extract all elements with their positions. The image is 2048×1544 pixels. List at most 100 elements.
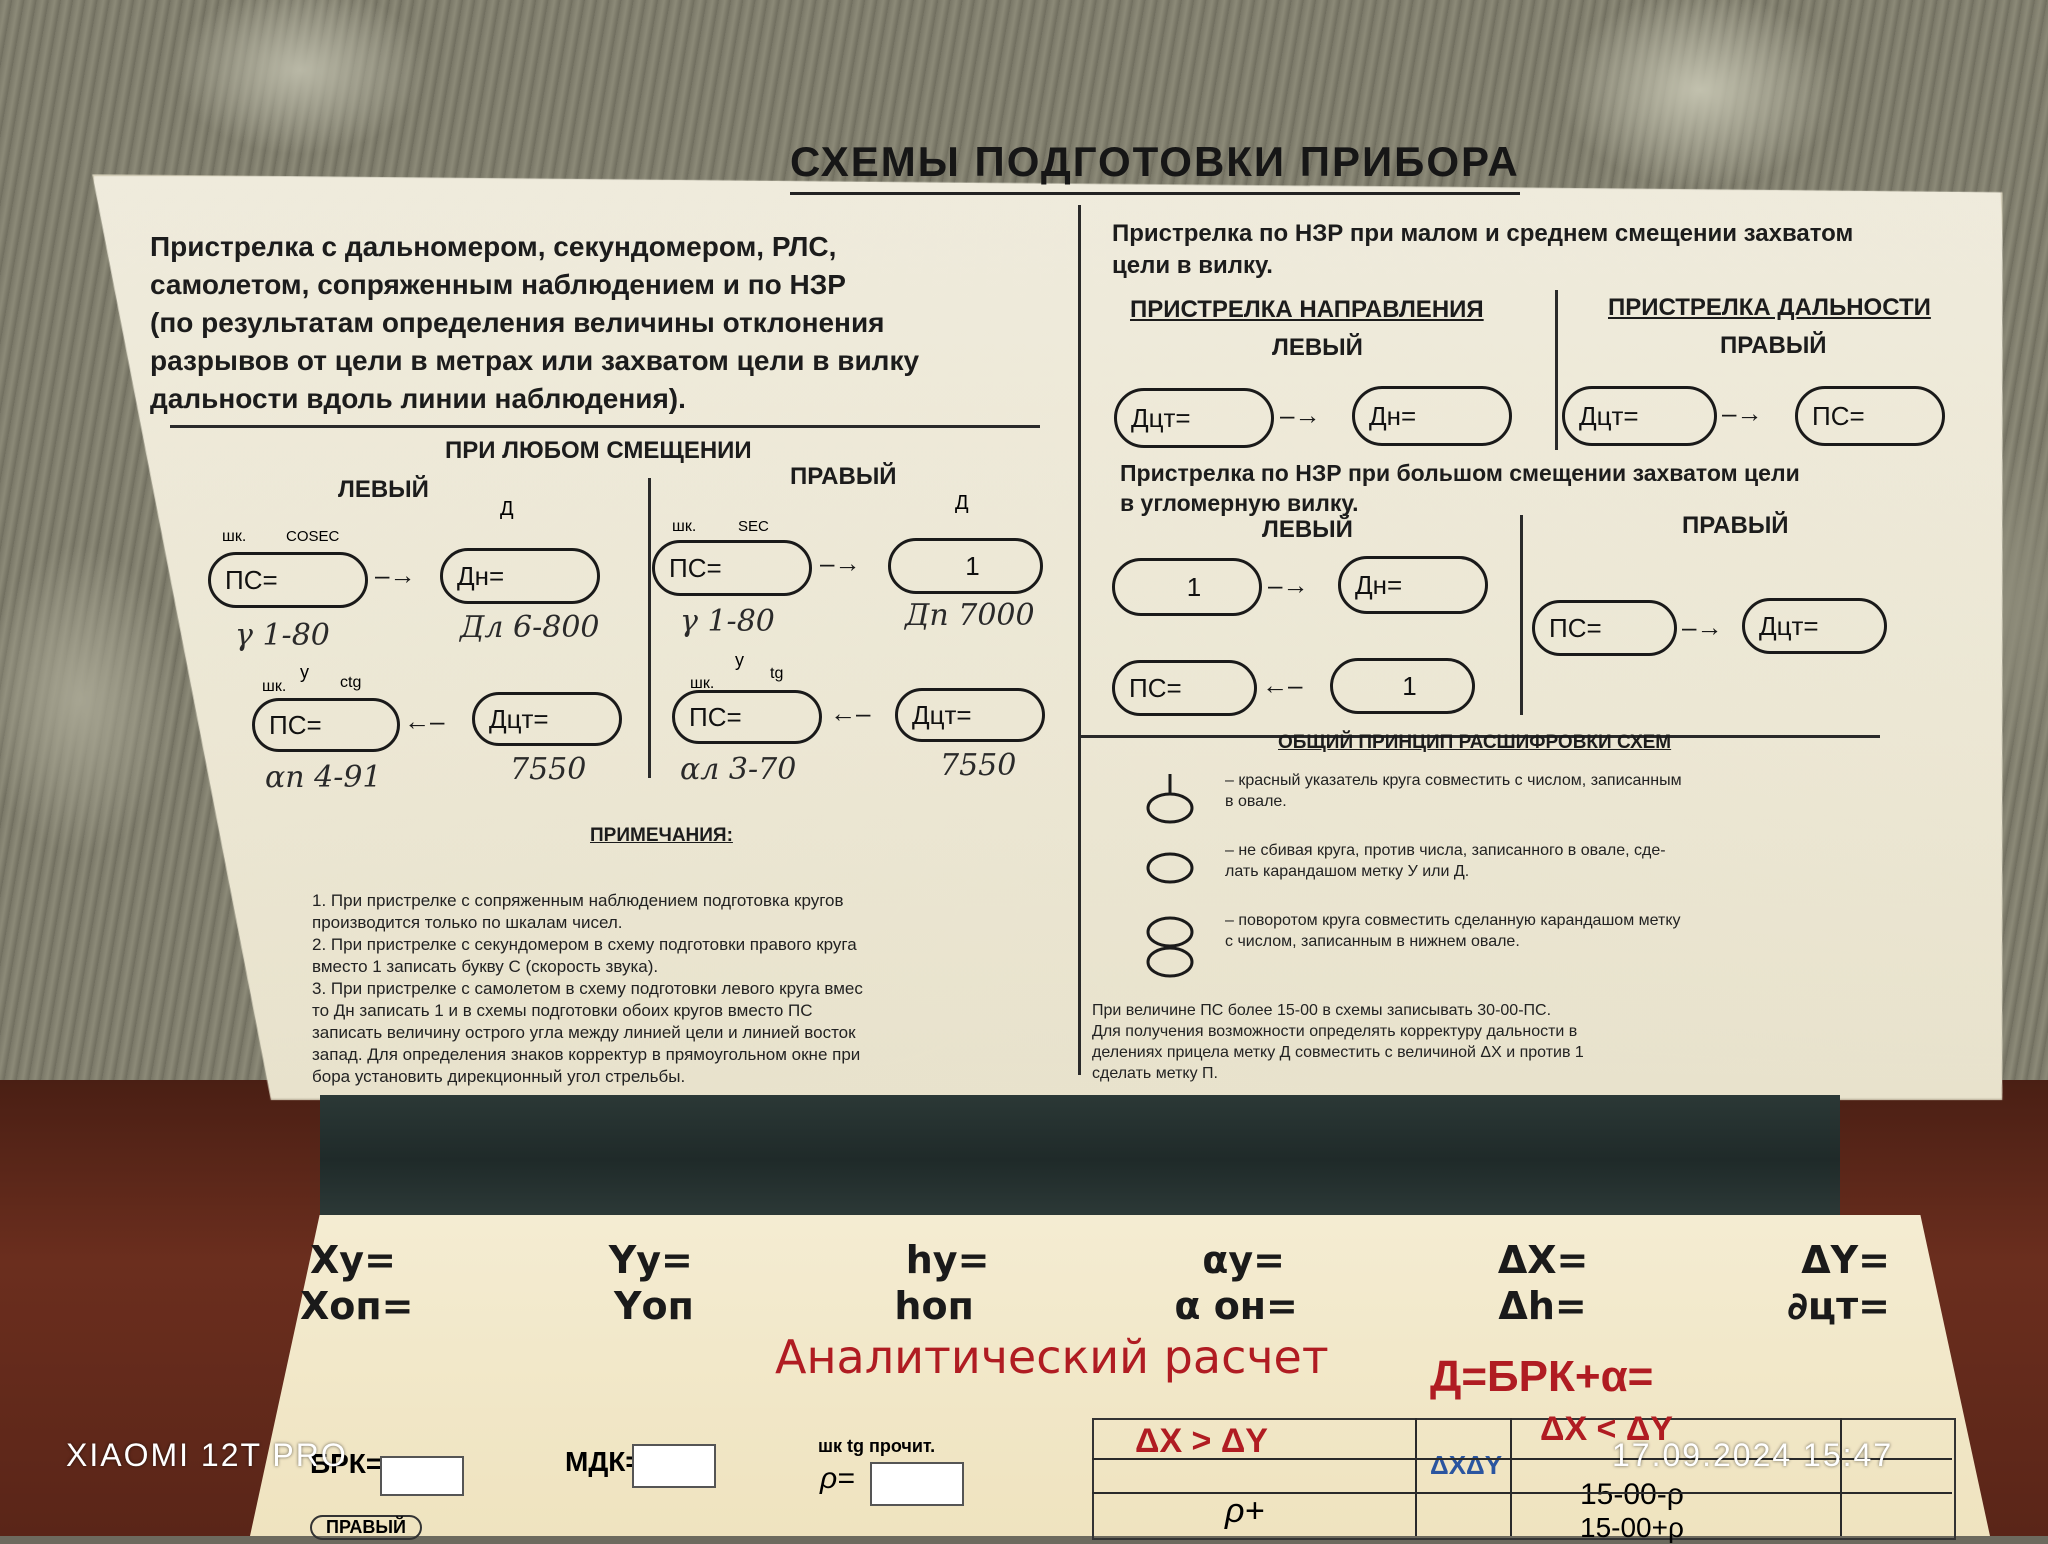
oval-one: 1 bbox=[1330, 658, 1475, 714]
oval-ps: ПС= bbox=[208, 552, 368, 608]
field-label: hоп bbox=[894, 1284, 973, 1328]
fields-row-2: Xоп= Yоп hоп α он= Δh= ∂цт= bbox=[300, 1284, 1890, 1328]
oval-label: Д bbox=[955, 492, 969, 515]
text-line: цели в вилку. bbox=[1112, 250, 1853, 282]
field-label: α он= bbox=[1174, 1284, 1298, 1328]
intro-paragraph: Пристрелка с дальномером, секундомером, … bbox=[150, 228, 1050, 418]
note-line: то Дн записать 1 и в схемы подготовки об… bbox=[312, 1000, 1042, 1022]
table-line bbox=[1415, 1418, 1417, 1536]
oval-dct: Дцт= bbox=[1562, 386, 1717, 446]
oval-ps: ПС= bbox=[652, 540, 812, 596]
oval-label: у bbox=[735, 650, 744, 671]
divider bbox=[1520, 515, 1523, 715]
text-line: Для получения возможности определять кор… bbox=[1092, 1021, 1792, 1042]
oval-one: 1 bbox=[1112, 558, 1262, 616]
note-line: 3. При пристрелке с самолетом в схему по… bbox=[312, 978, 1042, 1000]
left-schema-divider bbox=[648, 478, 651, 778]
camera-watermark: XIAOMI 12T PRO bbox=[66, 1437, 348, 1474]
binder-spine bbox=[320, 1095, 1840, 1225]
label-left: ЛЕВЫЙ bbox=[338, 476, 429, 504]
table-cell: ΔXΔY bbox=[1430, 1450, 1502, 1481]
oval-dn: Дн= bbox=[1338, 556, 1488, 614]
direction-title: ПРИСТРЕЛКА НАПРАВЛЕНИЯ bbox=[1130, 296, 1484, 324]
intro-line: дальности вдоль линии наблюдения). bbox=[150, 380, 1050, 418]
divider bbox=[170, 425, 1040, 428]
arrow-icon: ←– bbox=[404, 706, 444, 737]
label-right: ПРАВЫЙ bbox=[1720, 332, 1827, 360]
text-line: сделать метку П. bbox=[1092, 1063, 1792, 1084]
oval-dct: Дцт= bbox=[895, 688, 1045, 742]
field-label: ΔX= bbox=[1498, 1238, 1589, 1282]
arrow-icon: –→ bbox=[1722, 398, 1762, 429]
center-divider bbox=[1078, 205, 1081, 1075]
oval-label: шк. bbox=[222, 528, 246, 546]
text-line: Пристрелка по НЗР при большом смещении з… bbox=[1120, 458, 1800, 488]
oval-dct: Дцт= bbox=[472, 692, 622, 746]
label-left: ЛЕВЫЙ bbox=[1262, 516, 1353, 544]
field-label: hу= bbox=[906, 1238, 990, 1282]
oval-label: tg bbox=[770, 665, 783, 683]
oval-label: ctg bbox=[340, 674, 361, 692]
arrow-icon: ←– bbox=[830, 698, 870, 729]
field-label: Δh= bbox=[1498, 1284, 1586, 1328]
analytic-title: Аналитический расчет bbox=[775, 1330, 1329, 1384]
note-line: 1. При пристрелке с сопряженным наблюден… bbox=[312, 890, 1042, 912]
notes-list: 1. При пристрелке с сопряженным наблюден… bbox=[312, 890, 1042, 1088]
label-right: ПРАВЫЙ bbox=[1682, 512, 1789, 540]
arrow-icon: –→ bbox=[1268, 570, 1308, 601]
handwritten-note: αл 3-70 bbox=[680, 752, 796, 787]
handwritten-note: γ 1-80 bbox=[680, 604, 775, 639]
oval-dct: Дцт= bbox=[1114, 388, 1274, 448]
field-label: αу= bbox=[1202, 1238, 1285, 1282]
handwritten-note: Дл 6-800 bbox=[460, 610, 600, 645]
note-line: производится только по шкалам чисел. bbox=[312, 912, 1042, 934]
intro-line: Пристрелка с дальномером, секундомером, … bbox=[150, 228, 1050, 266]
note-line: вместо 1 записать букву С (скорость звук… bbox=[312, 956, 1042, 978]
range-title: ПРИСТРЕЛКА ДАЛЬНОСТИ bbox=[1608, 294, 1931, 322]
note-line: 2. При пристрелке с секундомером в схему… bbox=[312, 934, 1042, 956]
right-oval: ПРАВЫЙ bbox=[310, 1515, 422, 1540]
arrow-icon: –→ bbox=[820, 548, 860, 579]
brk-input[interactable] bbox=[380, 1456, 464, 1496]
oval-label: SEC bbox=[738, 518, 769, 535]
fields-row-1: Xу= Yу= hу= αу= ΔX= ΔY= bbox=[310, 1238, 1890, 1282]
section-any-offset: ПРИ ЛЮБОМ СМЕЩЕНИИ bbox=[445, 437, 752, 465]
oval-ps: ПС= bbox=[1112, 660, 1257, 716]
mdk-input[interactable] bbox=[632, 1444, 716, 1488]
table-line bbox=[1510, 1418, 1512, 1536]
date-watermark: 17.09.2024 15:47 bbox=[1612, 1437, 1893, 1474]
footer-text: При величине ПС более 15-00 в схемы запи… bbox=[1092, 1000, 1792, 1084]
rho-input[interactable] bbox=[870, 1462, 964, 1506]
table-cell: 15-00+ρ bbox=[1580, 1512, 1684, 1544]
handwritten-note: γ 1-80 bbox=[235, 618, 330, 653]
text-line: с числом, записанным в нижнем овале. bbox=[1225, 931, 1835, 952]
oval-ps: ПС= bbox=[1532, 600, 1677, 656]
table-cell: 15-00-ρ bbox=[1580, 1478, 1684, 1512]
text-line: При величине ПС более 15-00 в схемы запи… bbox=[1092, 1000, 1792, 1021]
oval-label: COSEC bbox=[286, 528, 339, 545]
shk-label: шк tg прочит. bbox=[818, 1436, 935, 1457]
principle-icons bbox=[1140, 772, 1200, 982]
note-line: запад. Для определения знаков корректур … bbox=[312, 1044, 1042, 1066]
text-line: в овале. bbox=[1225, 791, 1835, 812]
notes-title: ПРИМЕЧАНИЯ: bbox=[590, 825, 733, 847]
nzr-small-text: Пристрелка по НЗР при малом и среднем см… bbox=[1112, 218, 1853, 282]
divider bbox=[1555, 290, 1558, 450]
text-line: Пристрелка по НЗР при малом и среднем см… bbox=[1112, 218, 1853, 250]
oval-label: шк. bbox=[262, 678, 286, 696]
field-label: Xу= bbox=[310, 1238, 396, 1282]
circle-pointer-icon bbox=[1140, 772, 1200, 982]
label-left: ЛЕВЫЙ bbox=[1272, 334, 1363, 362]
oval-label: у bbox=[300, 662, 309, 683]
arrow-icon: –→ bbox=[1682, 612, 1722, 643]
note-line: бора установить дирекционный угол стрель… bbox=[312, 1066, 1042, 1088]
field-label: ∂цт= bbox=[1787, 1284, 1890, 1328]
oval-dn: Дн= bbox=[440, 548, 600, 604]
intro-line: самолетом, сопряженным наблюдением и по … bbox=[150, 266, 1050, 304]
oval-ps: ПС= bbox=[672, 690, 822, 744]
handwritten-note: αп 4-91 bbox=[265, 760, 382, 795]
handwritten-note: Дп 7000 bbox=[905, 598, 1035, 633]
mdk-label: МДК= bbox=[565, 1446, 642, 1478]
field-label: Yу= bbox=[609, 1238, 693, 1282]
text-line: – красный указатель круга совместить с ч… bbox=[1225, 770, 1835, 791]
